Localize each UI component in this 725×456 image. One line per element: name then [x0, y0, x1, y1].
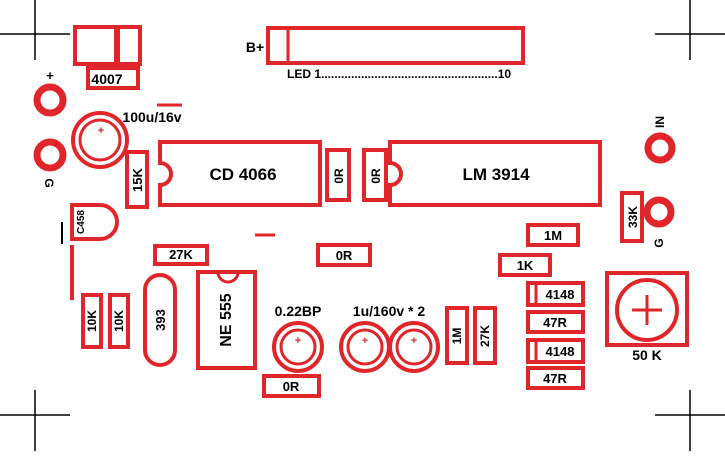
resistor-47r-a	[526, 310, 585, 334]
resistor-33k	[620, 191, 644, 243]
cap-022bp-polarity: +	[295, 335, 301, 347]
transistor-c458	[70, 203, 119, 241]
led-bar	[266, 26, 525, 65]
label-1m-b: 1M	[450, 328, 464, 345]
label-393: 393	[153, 309, 168, 331]
label-022bp: 0.22BP	[275, 303, 322, 319]
label-100u: 100u/16v	[122, 109, 181, 125]
diode-4148-a	[526, 281, 585, 307]
label-4007: 4007	[91, 71, 122, 87]
capacitor-1u-b	[388, 321, 440, 373]
resistor-27k-b	[473, 306, 497, 365]
resistor-1m-a	[526, 223, 580, 247]
label-lm3914: LM 3914	[462, 165, 530, 184]
label-ground-2: G	[652, 238, 666, 247]
label-47r-b: 47R	[543, 371, 567, 386]
power-pad-ground	[33, 138, 67, 172]
label-0r-1: 0R	[332, 168, 346, 184]
ground-pad-2	[643, 196, 675, 228]
label-ne555: NE 555	[218, 293, 235, 346]
label-15k: 15K	[130, 167, 145, 191]
cap-100u-polarity: +	[98, 125, 104, 137]
label-47r-a: 47R	[543, 315, 567, 330]
label-50k: 50 K	[632, 347, 662, 363]
cap-1u-b-polarity: +	[411, 335, 417, 347]
resistor-1m-b	[445, 306, 469, 365]
label-0r-4: 0R	[283, 379, 300, 394]
label-1m-a: 1M	[544, 228, 562, 243]
power-pad-plus	[33, 83, 67, 117]
resistor-10k-a	[81, 293, 103, 349]
label-ground: G	[42, 178, 56, 187]
label-4148-a: 4148	[546, 287, 575, 302]
label-b-plus: B+	[246, 39, 264, 55]
resistor-10k-b	[108, 293, 130, 349]
label-0r-3: 0R	[336, 248, 353, 263]
label-0r-2: 0R	[369, 168, 383, 184]
potentiometer-50k	[605, 271, 689, 347]
resistor-15k	[125, 150, 149, 209]
label-10k-a: 10K	[85, 310, 99, 332]
label-input: IN	[653, 116, 667, 128]
input-pad	[644, 132, 676, 164]
resistor-47r-b	[526, 366, 585, 390]
jumper-0r-4	[262, 374, 321, 398]
label-33k: 33K	[626, 206, 640, 228]
jumper-0r-3	[316, 243, 372, 267]
ic-ne555	[196, 270, 257, 370]
label-plus: +	[46, 68, 54, 83]
diode-4148-b	[526, 338, 585, 364]
ic-cd4066	[158, 140, 322, 207]
label-10k-b: 10K	[112, 310, 126, 332]
label-led-range: LED 1...................................…	[287, 67, 511, 81]
resistor-27k	[153, 244, 209, 266]
capacitor-100u	[71, 111, 129, 169]
jumper-0r-2	[362, 148, 388, 202]
label-c458: C458	[76, 210, 87, 234]
label-27k-b: 27K	[478, 325, 492, 347]
label-4148-b: 4148	[546, 344, 575, 359]
jumper-0r-1	[325, 148, 351, 202]
diode-4007-body	[73, 25, 142, 66]
ic-lm3914	[388, 140, 602, 207]
label-1k: 1K	[517, 258, 534, 273]
cap-1u-a-polarity: +	[362, 335, 368, 347]
label-27k: 27K	[169, 247, 193, 262]
capacitor-022bp	[272, 321, 324, 373]
label-1u160v: 1u/160v * 2	[353, 303, 426, 319]
diode-4007-label-box	[86, 66, 140, 90]
capacitor-393	[143, 273, 177, 367]
resistor-1k	[498, 253, 552, 277]
label-cd4066: CD 4066	[209, 165, 276, 184]
